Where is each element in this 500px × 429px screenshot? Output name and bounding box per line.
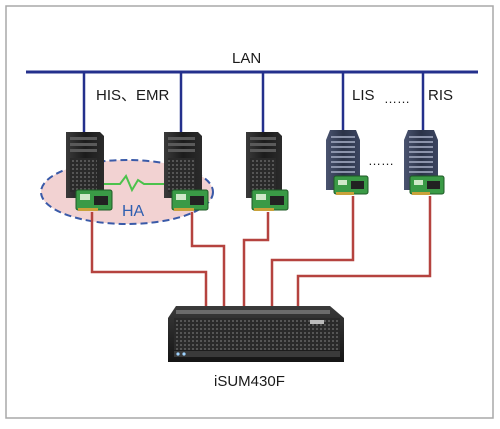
hba-card-icon bbox=[409, 175, 445, 195]
tower-server-icon bbox=[246, 132, 282, 198]
san-link-3 bbox=[242, 212, 270, 306]
rack-server-icon bbox=[404, 130, 438, 190]
san-link-5 bbox=[296, 196, 432, 306]
lan-label: LAN bbox=[232, 50, 262, 67]
hba-card-icon bbox=[333, 175, 369, 195]
ris-label: RIS bbox=[428, 87, 454, 104]
his-emr-label: HIS、EMR bbox=[96, 87, 170, 104]
ha-label: HA bbox=[122, 203, 145, 220]
tower-server-icon bbox=[164, 132, 202, 198]
storage-array-icon bbox=[168, 306, 344, 362]
lan-drops bbox=[82, 72, 425, 132]
ellipsis-top-label: …… bbox=[384, 91, 410, 106]
storage-device-label: iSUM430F bbox=[214, 373, 285, 390]
tower-server-icon bbox=[66, 132, 104, 198]
san-link-4 bbox=[270, 196, 355, 306]
san-links bbox=[90, 196, 432, 306]
san-link-2 bbox=[190, 212, 226, 306]
lis-label: LIS bbox=[352, 87, 375, 104]
rack-server-icon bbox=[326, 130, 360, 190]
san-link-1 bbox=[90, 212, 208, 306]
hba-card-icon bbox=[171, 189, 209, 211]
hba-card-icon bbox=[75, 189, 113, 211]
ellipsis-servers-label: …… bbox=[368, 153, 394, 168]
hba-card-icon bbox=[251, 189, 289, 211]
heartbeat-line bbox=[104, 174, 164, 193]
